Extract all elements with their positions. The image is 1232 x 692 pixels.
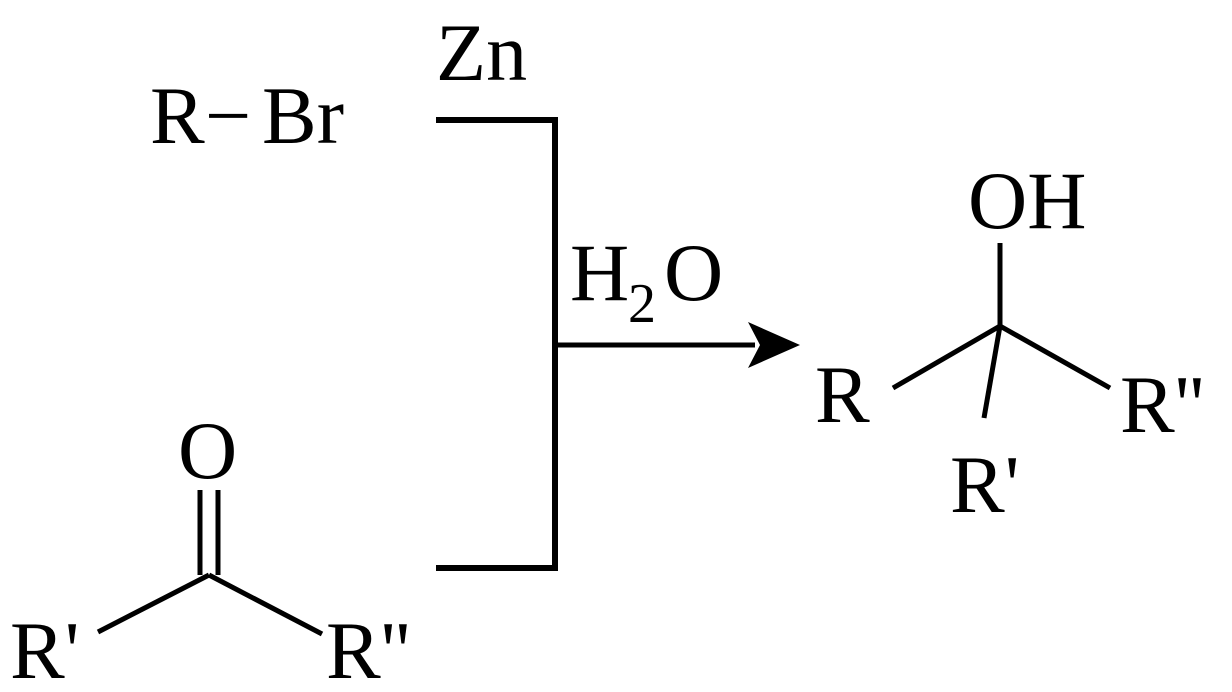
- zinc-reagent-label: Zn: [436, 7, 527, 98]
- arrow-head: [748, 322, 800, 368]
- alcohol-product: OH R R'' R': [815, 155, 1204, 530]
- product-right-group: R'': [1120, 359, 1204, 450]
- ketone-right-group: R'': [326, 605, 410, 692]
- product-bottom-group: R': [950, 439, 1019, 530]
- product-bottom-bond: [981, 325, 1003, 419]
- product-left-group: R: [815, 349, 870, 440]
- water-o-label: O: [664, 227, 723, 318]
- halide-dash: −: [205, 70, 251, 161]
- product-hydroxyl-label: OH: [968, 155, 1086, 246]
- ketone: O R' R'': [10, 405, 410, 692]
- ketone-left-group: R': [10, 605, 79, 692]
- ketone-oxygen-label: O: [178, 405, 237, 496]
- ketone-right-bond: [207, 572, 324, 637]
- ketone-left-bond: [96, 572, 211, 635]
- water-h-label: H: [570, 227, 629, 318]
- water-reagent: H 2 O: [570, 227, 723, 335]
- halide-br-label: Br: [262, 70, 344, 161]
- alkyl-bromide: R − Br: [150, 70, 344, 161]
- water-subscript: 2: [628, 273, 656, 335]
- product-left-bond: [891, 323, 1002, 391]
- halide-r-label: R: [150, 70, 205, 161]
- product-right-bond: [998, 323, 1112, 391]
- reaction-arrow: [555, 322, 800, 368]
- reactant-bracket: [436, 117, 558, 571]
